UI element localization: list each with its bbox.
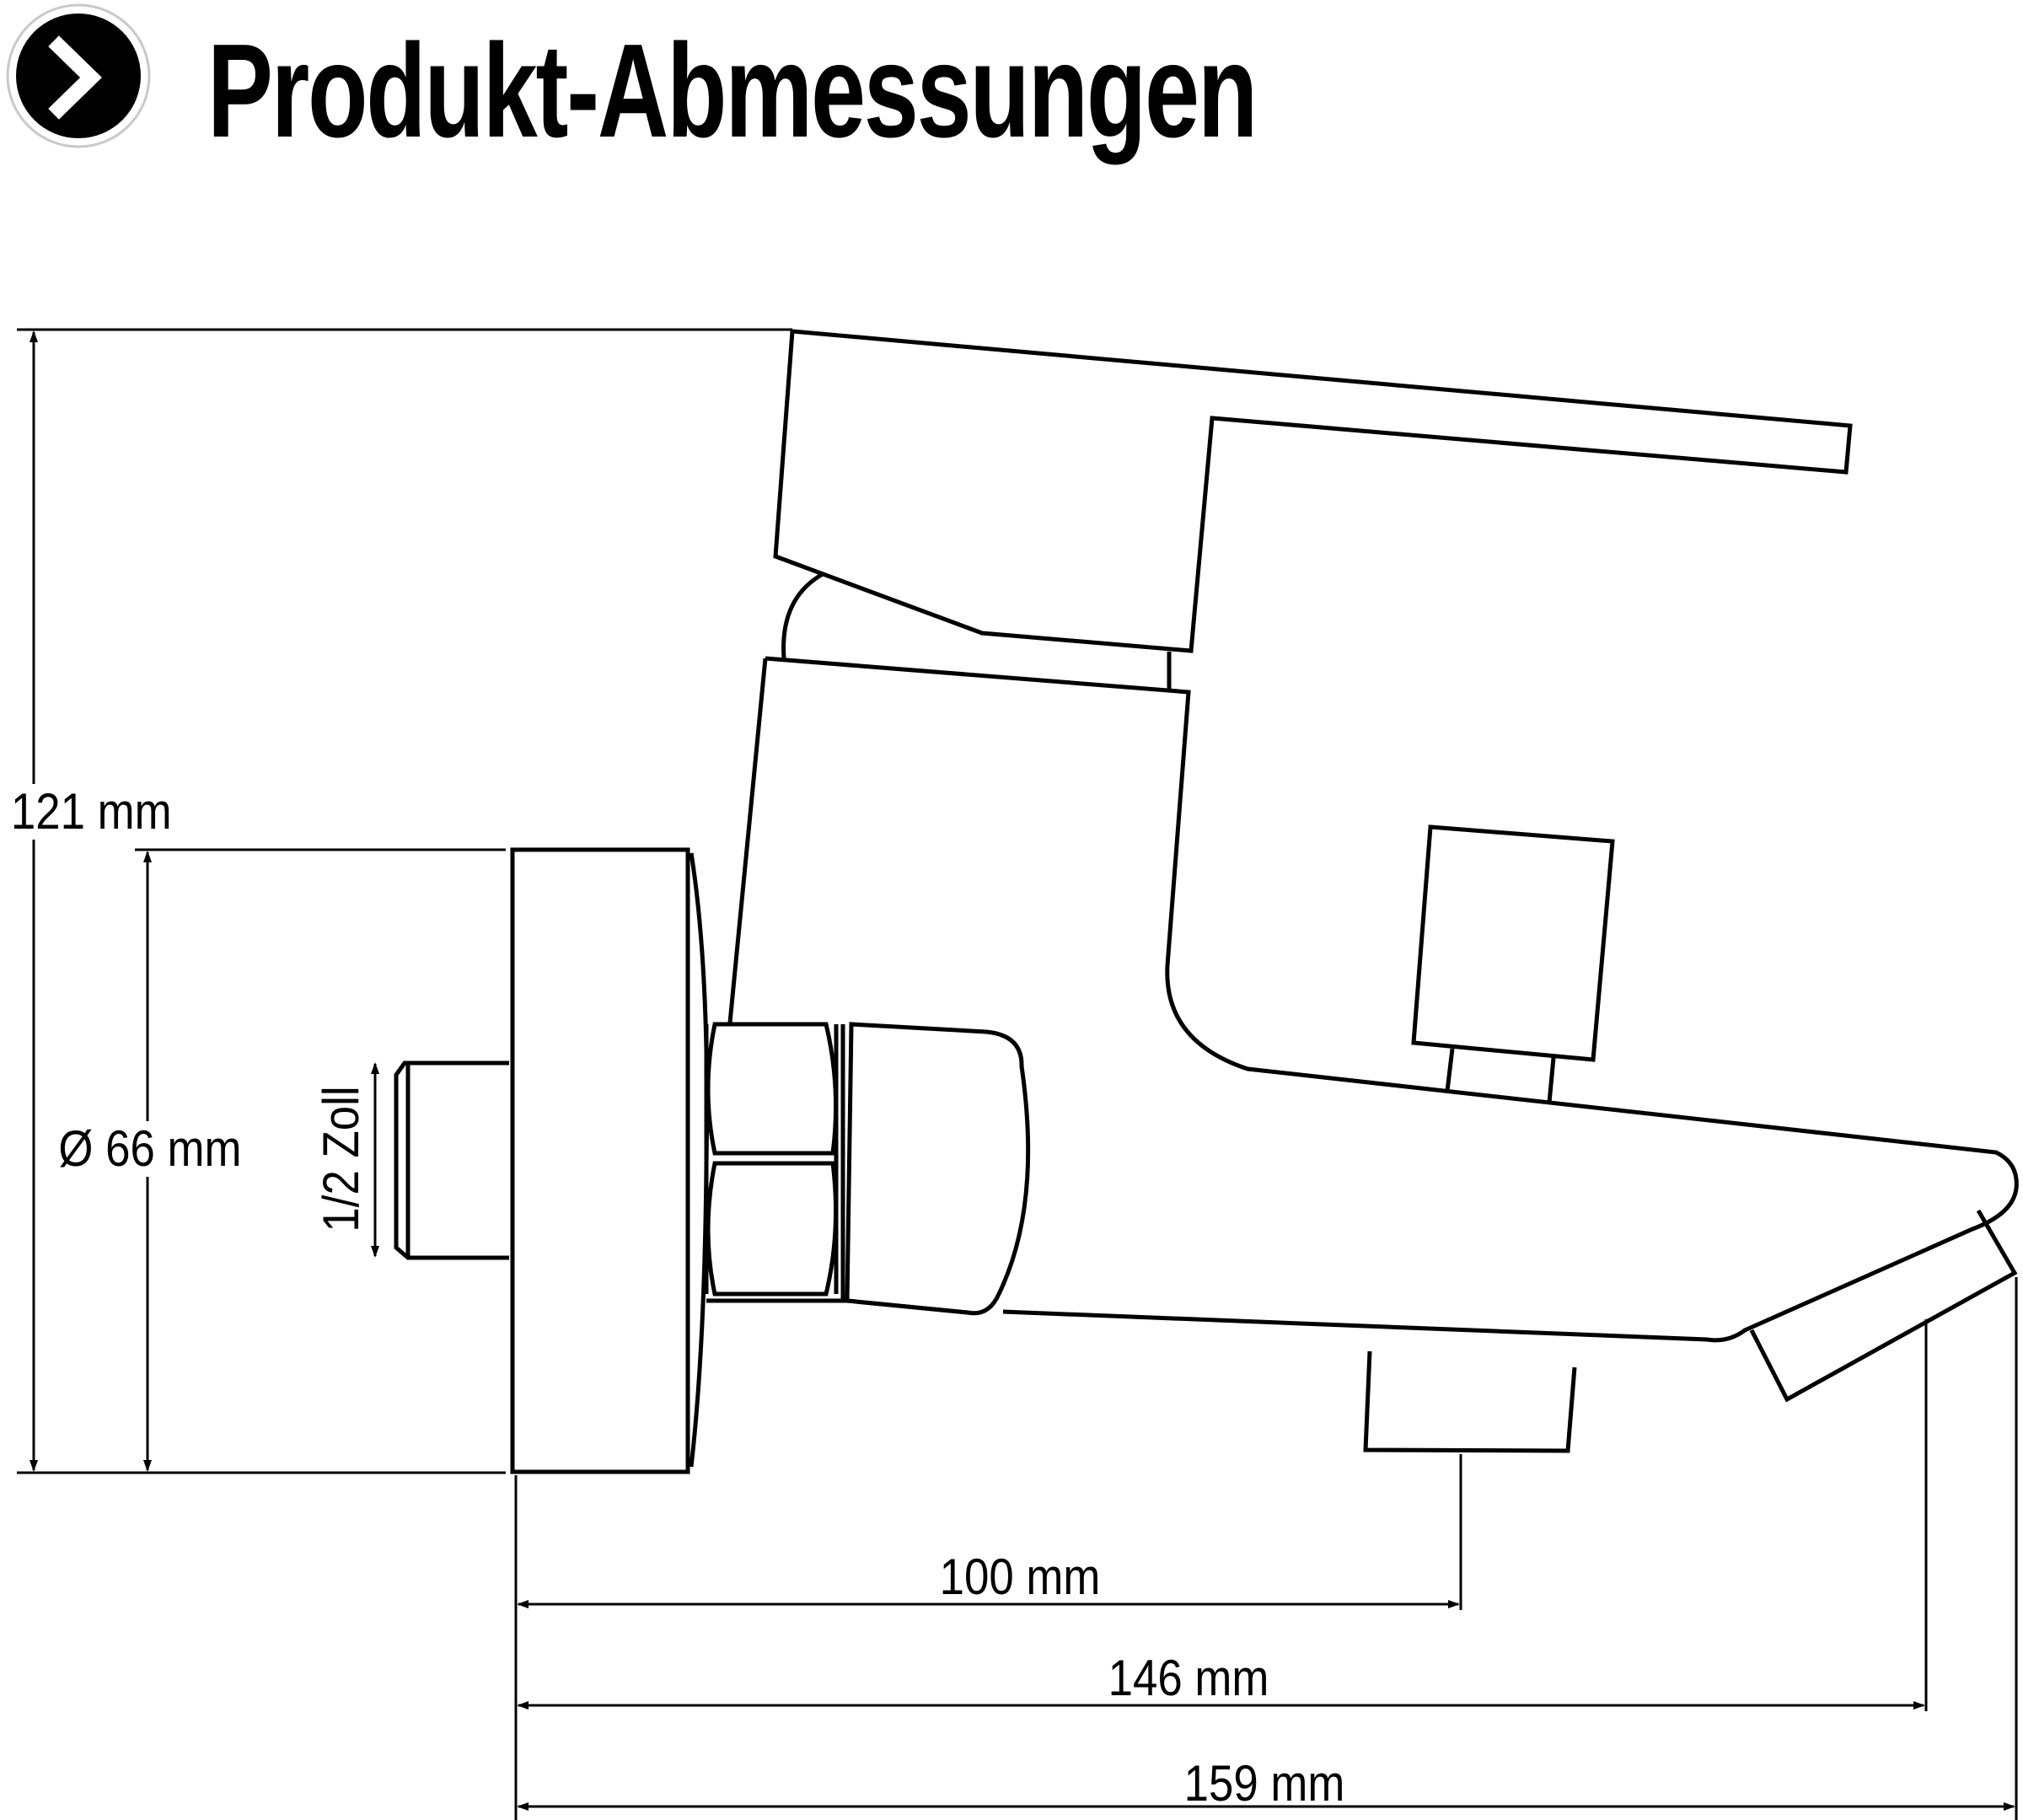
diverter-stem [1445,1048,1556,1103]
wall-rosette [510,847,690,1474]
body-left-edge [727,658,768,1023]
chevron-right-circle-icon [6,3,151,148]
connector-nut [845,1022,1031,1316]
label-depth-146: 146 mm [1108,1650,1269,1706]
label-diameter: Ø 66 mm [58,1120,242,1177]
lever-handle [773,329,1853,653]
hex-nut-lower [706,1161,839,1297]
faucet-body [765,656,2019,1343]
label-thread: 1/2 Zoll [313,1073,369,1245]
label-depth-159: 159 mm [1183,1755,1345,1812]
thread-pipe [394,1060,509,1260]
label-height: 121 mm [10,783,172,840]
rosette-side [689,852,710,1468]
label-depth-100: 100 mm [939,1549,1101,1605]
spout-outlet [1749,1209,2018,1403]
page-title: Produkt-Abmessungen [207,17,1258,165]
cartridge-curve [781,572,824,659]
bottom-outlet [1363,1350,1577,1453]
diverter-knob [1411,824,1615,1062]
hex-nut [706,1022,839,1156]
